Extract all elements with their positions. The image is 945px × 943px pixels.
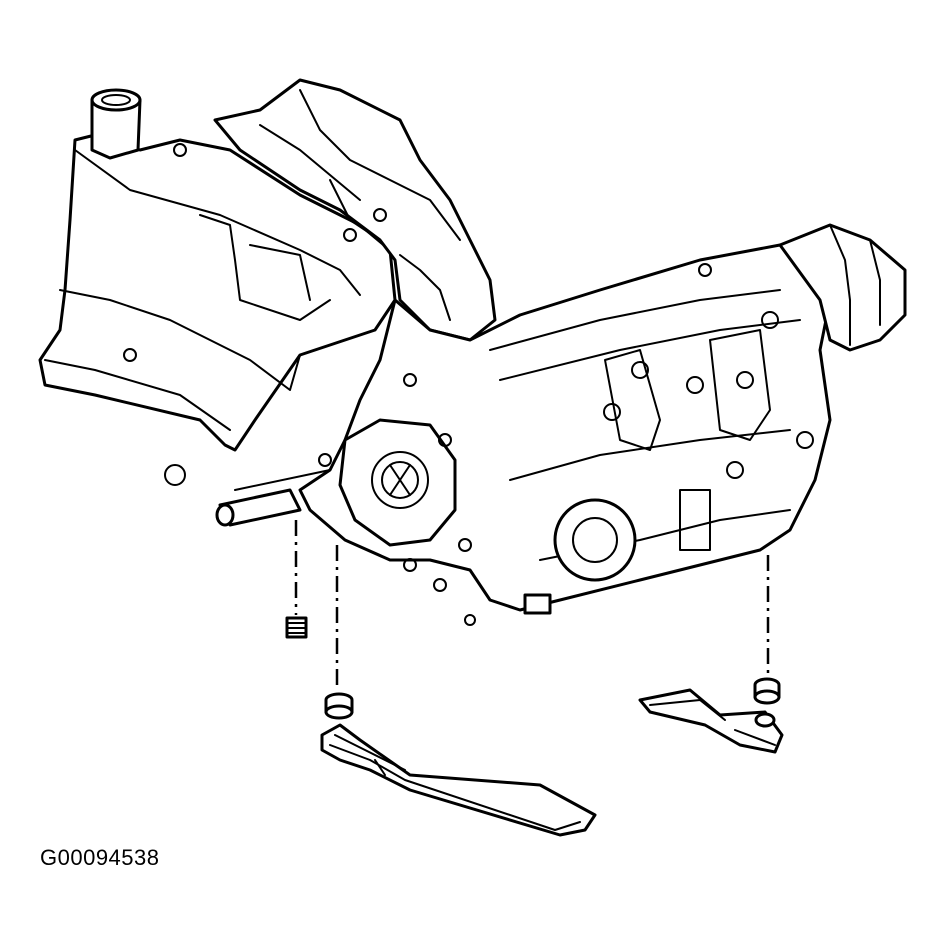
transmission-assembly bbox=[38, 78, 907, 626]
mount-bracket-left bbox=[320, 723, 597, 837]
mount-bushing-left bbox=[324, 692, 354, 720]
mount-bracket-right bbox=[638, 688, 784, 754]
figure-id-label: G00094538 bbox=[40, 845, 160, 870]
fastener-nut-left bbox=[285, 616, 308, 639]
output-flange bbox=[553, 498, 637, 582]
mount-bushing-right bbox=[753, 677, 781, 705]
id-plate bbox=[679, 489, 711, 551]
bolts bbox=[123, 143, 814, 626]
